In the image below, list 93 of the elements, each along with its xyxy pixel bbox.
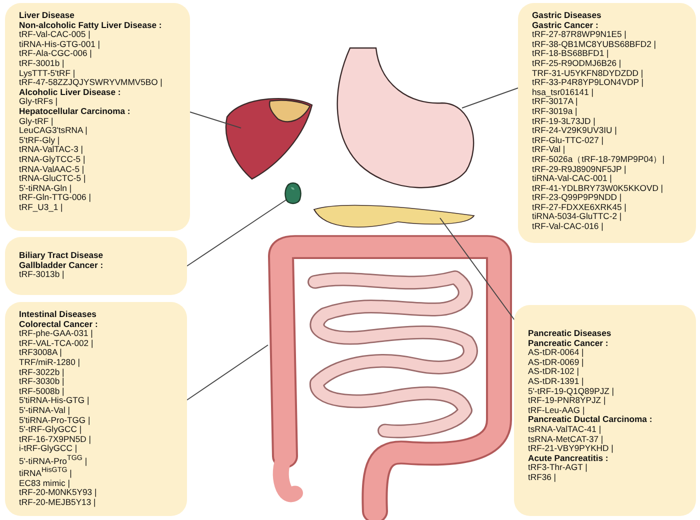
list-item: AS-tDR-102 | (528, 367, 580, 377)
list-item: tsRNA-MetCAT-37 | (528, 434, 604, 444)
card-heading: Biliary Tract Disease (19, 251, 104, 261)
list-item: tRF3008A | (19, 348, 63, 358)
list-item: Pancreatic Ductal Carcinoma : (528, 415, 654, 425)
list-item: Gastric Cancer : (532, 20, 600, 30)
list-item: tRF-38-QB1MC8YUBS68BFD2 | (532, 40, 658, 50)
list-item: tRF-3022b | (19, 368, 66, 377)
list-item: tRF-3030b | (19, 377, 66, 387)
disease-card (514, 305, 696, 516)
list-item: Non-alcoholic Fatty Liver Disease : (19, 20, 163, 30)
list-item: tRF-3001b | (19, 58, 66, 69)
list-item: tsRNA-ValTAC-41 | (528, 424, 602, 435)
list-item: tRF-Ala-CGC-006 | (19, 49, 93, 59)
card-heading: Liver Disease (19, 11, 76, 21)
list-item: tRF-21-VBY9PYKHD | (528, 444, 614, 454)
list-item: 5'-tiRNA-Pro$^{TGG}$ | (19, 454, 88, 466)
list-item: tRF-47-58ZZJQJYSWRYVMMV5BO | (19, 78, 164, 88)
list-item: tRF-3013b | (19, 270, 66, 280)
list-item: tRF-phe-GAA-031 | (19, 329, 94, 339)
list-item: Gly-tRFs | (19, 97, 59, 107)
list-item: tRF-3017A | (532, 97, 578, 107)
list-item: AS-tDR-0069 | (528, 358, 585, 368)
list-item: tRF36 | (528, 472, 558, 482)
list-item: tiRNA-5034-GluTTC-2 | (532, 212, 623, 222)
list-item: tRF-16-7X9PN5D | (19, 434, 92, 444)
list-item: tRF-VAL-TCA-002 | (19, 338, 94, 348)
leader-line (186, 344, 268, 400)
list-item: 5'-tiRNA-Val | (19, 406, 71, 416)
list-item: tRF-41-YDLBRY73W0K5KKOVD | (532, 184, 664, 194)
disease-card (5, 3, 190, 231)
list-item: tRF_U3_1 | (19, 202, 64, 212)
list-item: 5'-tRF-GlyGCC | (19, 425, 83, 435)
card-heading: Pancreatic Diseases (528, 329, 612, 339)
list-item: tRF-Gln-TTG-006 | (19, 193, 92, 203)
list-item: tRF-27-87R8WP9N1E5 | (532, 30, 628, 40)
list-item: tiRNA$^{HisGTG}$ | (19, 466, 73, 479)
leader-line (462, 88, 518, 108)
list-item: Gly-tRF | (19, 116, 54, 126)
list-item: hsa_tsr016141 | (532, 88, 594, 98)
list-item: Colorectal Cancer : (19, 320, 99, 330)
list-item: tRNA-ValAAC-5 | (19, 164, 84, 174)
list-item: tiRNA-His-GTG-001 | (19, 40, 102, 50)
list-item: Gallbladder Cancer : (19, 260, 104, 270)
list-item: tRF-5026a（tRF-18-79MP9P04）| (532, 154, 666, 164)
list-item: tiRNA-Val-CAC-001 | (532, 174, 613, 184)
list-item: tRF-23-Q99P9P9NDD | (532, 193, 623, 203)
list-item: tRF-Val-CAC-016 | (532, 222, 604, 232)
leader-line (190, 112, 242, 128)
list-item: TRF-31-U5YKFN8DYDZDD | (532, 68, 644, 78)
leader-line (186, 200, 286, 266)
gallbladder-drawing (282, 182, 304, 206)
list-item: tRF-29-R9J8909NF5JP | (532, 164, 628, 174)
list-item: tRF-20-MEJB5Y13 | (19, 498, 97, 508)
list-item: tRF-33-P4R8YP9LON4VDP | (532, 78, 644, 88)
list-item: tRF-Leu-AAG | (528, 406, 586, 416)
disease-card (5, 302, 187, 516)
list-item: tRF3-Thr-AGT | (528, 463, 588, 473)
list-item: tRF-Glu-TTC-027 | (532, 136, 604, 146)
list-item: LysTTT-5'tRF | (19, 68, 76, 78)
list-item: 5'-tRF-19-Q1Q89PJZ | (528, 386, 616, 396)
card-heading: Intestinal Diseases (19, 310, 98, 320)
list-item: Acute Pancreatitis : (528, 454, 610, 464)
disease-card (518, 3, 696, 243)
list-item: 5'tRF-Gly | (19, 136, 60, 146)
list-item: TRF/miR-1280 | (19, 358, 81, 368)
list-item: tRF-19-PNR8YPJZ | (528, 396, 606, 406)
list-item: 5'tiRNA-Pro-TGG | (19, 416, 92, 426)
list-item: tRF-24-V29K9UV3IU | (532, 126, 618, 136)
list-item: AS-tDR-0064 | (528, 348, 585, 358)
list-item: Pancreatic Cancer : (528, 338, 610, 348)
list-item: EC83 mimic | (19, 478, 70, 488)
list-item: Hepatocellular Carcinoma : (19, 106, 132, 117)
list-item: tRNA-ValTAC-3 | (19, 145, 84, 155)
list-item: tRNA-GlyTCC-5 | (19, 154, 86, 164)
list-item: i-tRF-GlyGCC | (19, 444, 78, 454)
list-item: tRF-20-M0NK5Y93 | (19, 488, 98, 498)
list-item: tRF-Val-CAC-005 | (19, 30, 90, 40)
list-item: 5'-tiRNA-Gln | (19, 184, 73, 194)
disease-card (5, 237, 187, 295)
list-item: tRNA-GluCTC-5 | (19, 174, 87, 184)
list-item: LeuCAG3'tsRNA | (19, 126, 88, 136)
list-item: AS-tDR-1391 | (528, 376, 585, 387)
list-item: tRF-18-BS68BFD1 | (532, 49, 609, 59)
list-item: tRF-3019a | (532, 106, 578, 117)
list-item: tRF-5008b | (19, 386, 66, 396)
list-item: tRF-25-R9ODMJ6B26 | (532, 58, 622, 69)
list-item: Alcoholic Liver Disease : (19, 88, 121, 98)
card-heading: Gastric Diseases (532, 11, 602, 21)
list-item: tRF-27-FDXXE6XRK45 | (532, 202, 628, 212)
list-item: tRF-Val | (532, 145, 566, 155)
list-item: 5'tiRNA-His-GTG | (19, 396, 90, 406)
list-item: tRF-19-3L73JD | (532, 116, 596, 126)
